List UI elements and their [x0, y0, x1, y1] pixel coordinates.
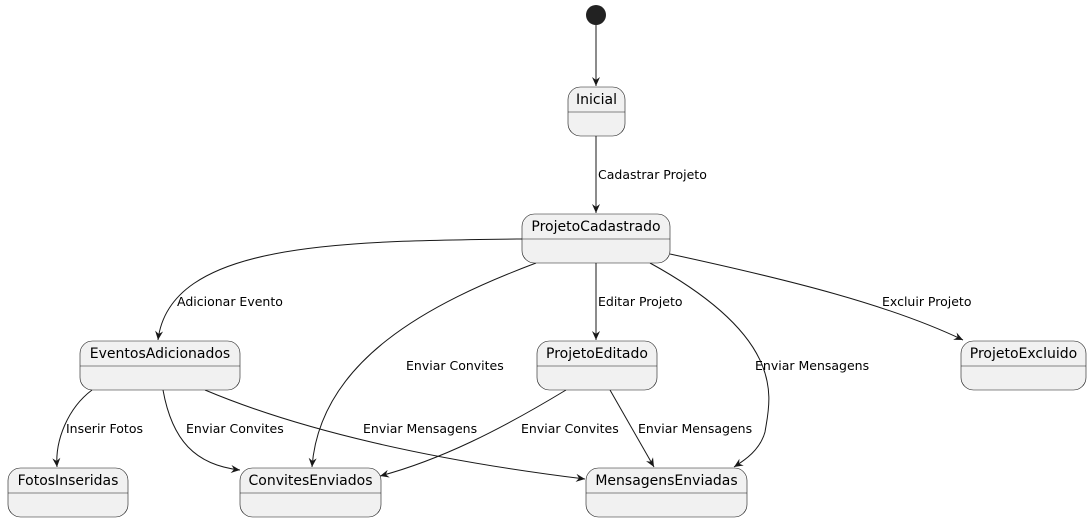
label-excluir-projeto: Excluir Projeto — [882, 294, 971, 309]
state-projeto-editado: ProjetoEditado — [536, 340, 658, 391]
edge-cadastrado-enviar-convites — [308, 262, 537, 468]
state-fotos-inseridas: FotosInseridas — [7, 467, 129, 518]
state-mensagens-enviadas: MensagensEnviadas — [585, 467, 748, 518]
label-editado-enviar-convites: Enviar Convites — [521, 421, 619, 436]
edge-adicionar-evento — [155, 238, 523, 341]
label-eventos-enviar-mensagens: Enviar Mensagens — [363, 421, 477, 436]
edge-editado-enviar-convites — [379, 389, 567, 478]
state-projeto-excluido: ProjetoExcluido — [960, 340, 1087, 391]
edge-inserir-fotos — [52, 389, 93, 468]
edge-excluir-projeto — [669, 253, 964, 341]
edge-editado-enviar-mensagens — [609, 389, 655, 468]
edge-eventos-enviar-convites — [162, 389, 241, 473]
label-adicionar-evento: Adicionar Evento — [177, 294, 283, 309]
state-projeto-editado-label: ProjetoEditado — [546, 346, 648, 362]
state-convites-enviados-label: ConvitesEnviados — [248, 473, 372, 489]
state-convites-enviados: ConvitesEnviados — [239, 467, 382, 518]
label-eventos-enviar-convites: Enviar Convites — [186, 421, 284, 436]
label-inserir-fotos: Inserir Fotos — [66, 421, 143, 436]
start-node — [586, 5, 606, 25]
label-cadastrar-projeto: Cadastrar Projeto — [598, 167, 707, 182]
state-inicial-label: Inicial — [576, 92, 617, 108]
state-inicial: Inicial — [567, 86, 626, 137]
state-fotos-inseridas-label: FotosInseridas — [18, 473, 119, 489]
label-editar-projeto: Editar Projeto — [598, 294, 683, 309]
state-eventos-adicionados: EventosAdicionados — [79, 340, 241, 391]
edge-cadastrado-enviar-mensagens — [649, 262, 770, 468]
edge-eventos-enviar-mensagens — [204, 389, 586, 482]
label-editado-enviar-mensagens: Enviar Mensagens — [638, 421, 752, 436]
state-projeto-cadastrado-label: ProjetoCadastrado — [531, 219, 660, 235]
state-projeto-excluido-label: ProjetoExcluido — [970, 346, 1077, 362]
state-mensagens-enviadas-label: MensagensEnviadas — [595, 473, 737, 489]
label-cadastrado-enviar-convites: Enviar Convites — [406, 358, 504, 373]
state-eventos-adicionados-label: EventosAdicionados — [90, 346, 230, 362]
label-cadastrado-enviar-mensagens: Enviar Mensagens — [755, 358, 869, 373]
state-projeto-cadastrado: ProjetoCadastrado — [521, 213, 671, 264]
